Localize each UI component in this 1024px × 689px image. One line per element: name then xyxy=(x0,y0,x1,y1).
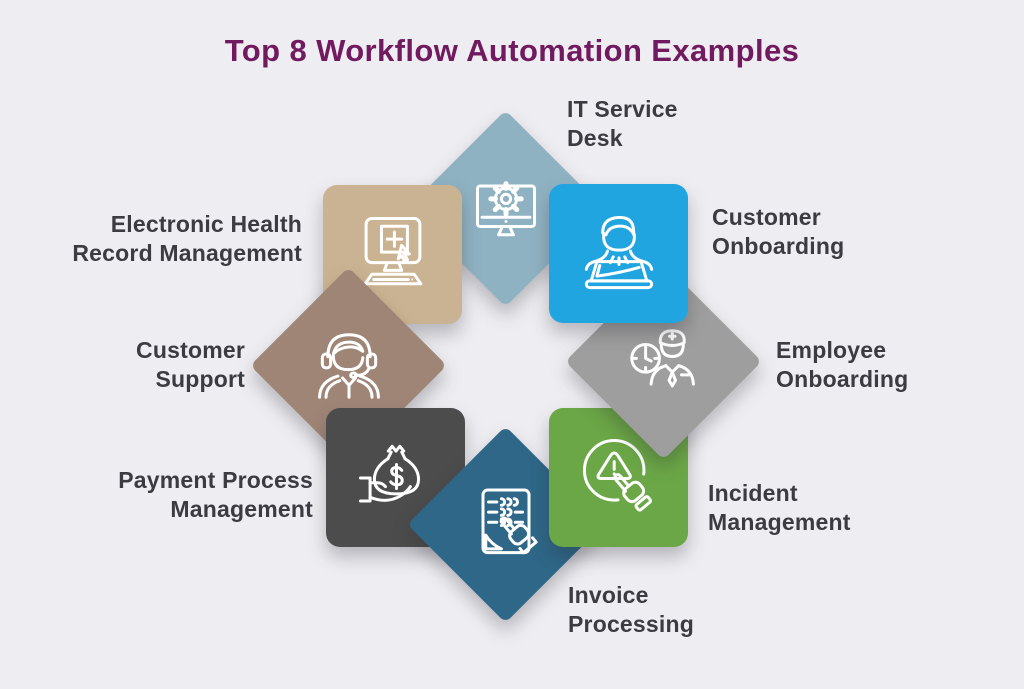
employee-clock-icon xyxy=(618,316,710,408)
alert-click-icon xyxy=(571,430,667,526)
tile-customer-support xyxy=(250,267,447,464)
page-title: Top 8 Workflow Automation Examples xyxy=(224,33,800,68)
headset-agent-icon xyxy=(303,320,395,412)
monitor-gear-icon xyxy=(460,163,552,255)
label-payment-process-management: Payment Process Management xyxy=(118,467,313,522)
medical-computer-icon xyxy=(345,207,441,303)
label-incident-management: Incident Management xyxy=(708,480,851,535)
label-customer-support: Customer Support xyxy=(136,337,245,392)
money-bag-hand-icon xyxy=(348,430,444,526)
label-customer-onboarding: Customer Onboarding xyxy=(712,204,845,259)
label-invoice-processing: Invoice Processing xyxy=(568,582,694,637)
label-it-service-desk: IT Service Desk xyxy=(567,96,678,151)
label-ehr-management: Electronic Health Record Management xyxy=(72,211,302,266)
tile-it-service-desk xyxy=(407,110,604,307)
label-employee-onboarding: Employee Onboarding xyxy=(776,337,909,392)
tile-employee-onboarding xyxy=(565,263,762,460)
invoice-click-icon xyxy=(460,479,552,571)
tile-invoice-processing xyxy=(407,426,604,623)
person-laptop-icon xyxy=(571,206,667,302)
tile-customer-onboarding xyxy=(549,184,688,323)
tile-customer-onboarding-shape xyxy=(549,184,688,323)
